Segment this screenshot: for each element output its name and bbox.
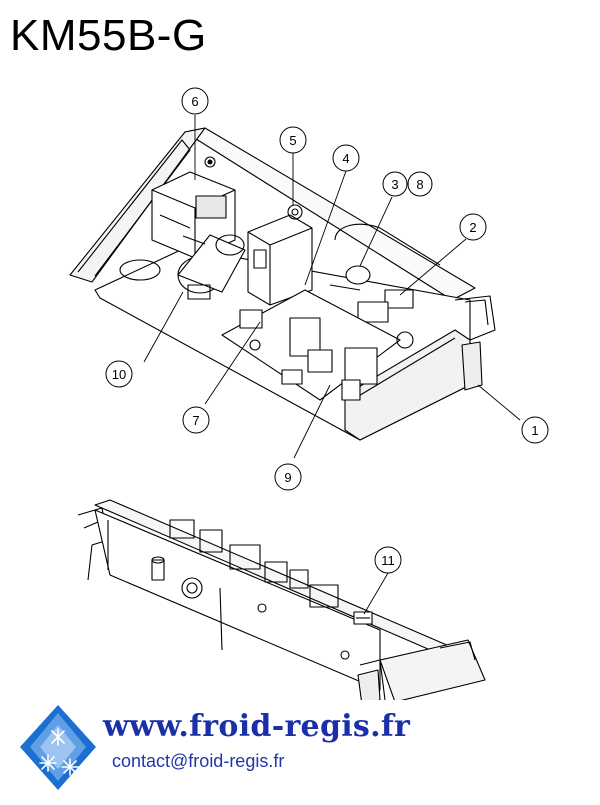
relay-part [247,214,313,306]
svg-text:1: 1 [531,423,538,438]
svg-text:4: 4 [342,151,349,166]
callout-10: 10 [105,360,133,388]
circuit-board-part [221,289,414,401]
connector-part [353,611,373,625]
svg-text:3: 3 [391,177,398,192]
snowflake-logo-icon [20,705,96,790]
leader-lines [143,115,521,615]
exploded-parts-diagram: 6 5 4 3 8 2 10 7 9 1 11 [69,87,549,700]
svg-text:11: 11 [381,553,395,568]
svg-text:10: 10 [112,367,126,382]
callout-6: 6 [181,87,209,115]
callout-1: 1 [521,416,549,444]
svg-text:5: 5 [289,133,296,148]
website-link[interactable]: www.froid-regis.fr [103,709,411,744]
svg-text:7: 7 [192,413,199,428]
callout-7: 7 [182,406,210,434]
callout-4: 4 [332,144,360,172]
svg-text:8: 8 [416,177,423,192]
callout-8: 8 [407,171,433,197]
upper-control-box-assembly [69,127,496,441]
page-title: KM55B-G [10,11,207,60]
callout-11: 11 [374,546,402,574]
callout-2: 2 [459,213,487,241]
lower-control-box-assembly [77,499,486,700]
callout-9: 9 [274,463,302,491]
screw-part [181,577,203,599]
svg-text:9: 9 [284,470,291,485]
svg-text:2: 2 [469,220,476,235]
round-component-part [177,234,246,300]
svg-text:6: 6 [191,94,198,109]
callout-3: 3 [382,171,408,197]
callout-5: 5 [279,126,307,154]
knob-part [151,556,165,581]
contact-email-link[interactable]: contact@froid-regis.fr [112,751,285,771]
